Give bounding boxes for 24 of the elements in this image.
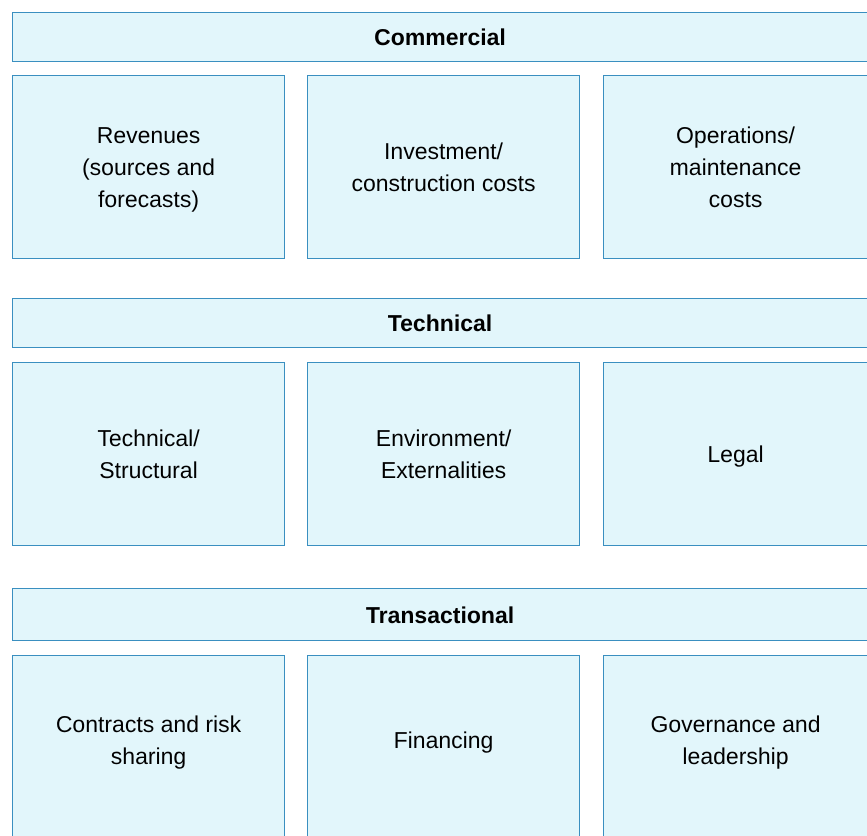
category-box xyxy=(603,362,867,546)
category-label: Technical/ Structural xyxy=(96,424,201,485)
category-box xyxy=(307,362,580,546)
category-box xyxy=(12,75,285,259)
category-box xyxy=(307,75,580,259)
category-label: Operations/ maintenance costs xyxy=(668,121,802,214)
category-box xyxy=(12,655,285,836)
section-title: Transactional xyxy=(366,600,514,630)
category-label: Revenues (sources and forecasts) xyxy=(81,121,216,214)
section-header-band xyxy=(12,298,867,348)
section-header-band xyxy=(12,588,867,641)
category-box xyxy=(603,75,867,259)
section-title: Commercial xyxy=(374,23,506,52)
category-box xyxy=(603,655,867,836)
category-label: Investment/ construction costs xyxy=(350,137,537,198)
category-label: Financing xyxy=(394,726,494,755)
section-title: Technical xyxy=(388,309,492,338)
category-label: Environment/ Externalities xyxy=(374,424,512,485)
category-label: Governance and leadership xyxy=(649,710,822,771)
category-label: Legal xyxy=(707,440,764,469)
category-box xyxy=(12,362,285,546)
category-label: Contracts and risk sharing xyxy=(54,710,242,771)
category-box xyxy=(307,655,580,836)
section-header-band xyxy=(12,12,867,62)
